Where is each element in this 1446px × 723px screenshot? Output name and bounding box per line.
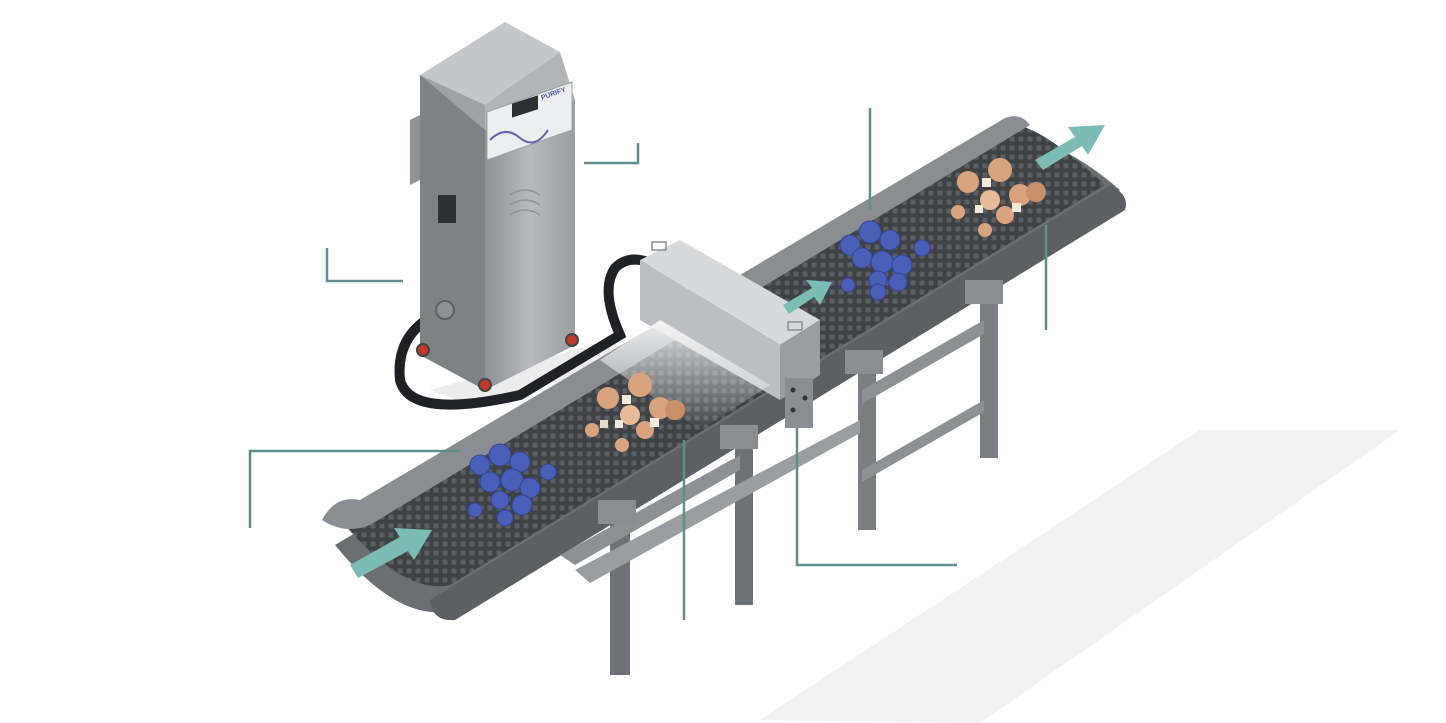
display-screen: [512, 95, 538, 118]
brand-swoosh-icon: [489, 129, 549, 144]
callout-machine-panel: [584, 143, 640, 165]
hose-inlet: [435, 300, 455, 320]
mushrooms-outlet: [951, 158, 1046, 237]
mushrooms-inlet: [585, 373, 685, 452]
extraction-hose: [394, 254, 653, 410]
callout-control-box: [795, 428, 957, 567]
outlet-arrow-icon: [1035, 125, 1105, 170]
side-vent: [438, 195, 456, 223]
uv-light-glow: [600, 320, 770, 430]
callout-inlet: [248, 449, 460, 528]
callout-machine-side: [325, 248, 403, 283]
uv-tunnel-housing: [640, 240, 820, 428]
blueberries-outlet: [839, 220, 931, 301]
callout-lines: [248, 108, 1048, 620]
conveyor-legs-front: [560, 280, 1003, 675]
inlet-arrow-icon: [350, 528, 432, 578]
wheel: [565, 333, 579, 347]
wheel: [478, 378, 492, 392]
conveyor-legs-back: [858, 290, 998, 530]
air-purifier-unit: PURIFY: [410, 22, 579, 392]
control-panel: [486, 81, 573, 161]
middle-arrow-icon: [783, 280, 832, 314]
blueberries-inlet: [467, 443, 557, 527]
wheel: [416, 343, 430, 357]
floor-shadow: [760, 430, 1400, 723]
